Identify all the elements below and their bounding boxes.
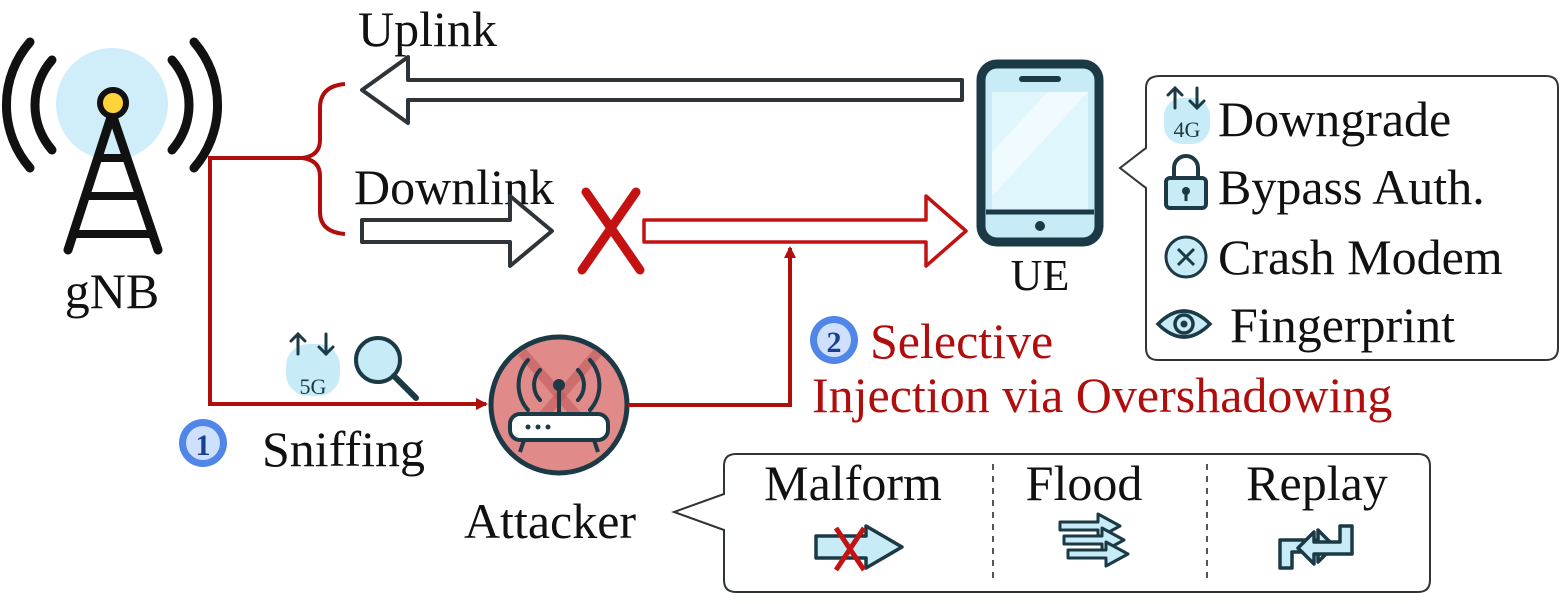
4g-badge-text: 4G (1174, 117, 1201, 142)
step-1-badge: 1 (179, 419, 227, 467)
crash-circle-x-icon (1164, 235, 1208, 279)
ue-label: UE (1011, 251, 1070, 300)
ue-effects-callout (1118, 75, 1559, 361)
ue-phone-icon (976, 59, 1104, 247)
injected-downlink-arrow (642, 194, 968, 268)
effect-fingerprint-label: Fingerprint (1230, 297, 1455, 353)
step-2-badge: 2 (810, 316, 858, 364)
flood-arrows-icon (1058, 512, 1130, 568)
5g-signal-icon: 5G (286, 331, 340, 399)
magnifier-icon (354, 336, 419, 401)
step-1-number: 1 (196, 429, 211, 462)
4g-downgrade-icon: 4G (1164, 85, 1210, 144)
eye-icon (1155, 309, 1213, 339)
uplink-arrow (360, 55, 964, 125)
sniffing-label: Sniffing (262, 421, 425, 477)
injection-label-line1: Selective (870, 313, 1053, 369)
gnb-label: gNB (65, 263, 159, 319)
attack-flood-label: Flood (1026, 455, 1143, 511)
replay-icon (1278, 524, 1354, 570)
injection-path (628, 246, 796, 407)
step-2-number: 2 (827, 326, 842, 359)
effect-bypass-auth-label: Bypass Auth. (1218, 159, 1485, 215)
traffic-brace (301, 82, 346, 236)
effect-downgrade-label: Downgrade (1218, 91, 1451, 147)
attacker-router-icon (488, 334, 630, 476)
gnb-tower-icon (2, 37, 222, 255)
5g-badge-text: 5G (300, 374, 327, 399)
sniffing-path (208, 156, 488, 410)
lock-icon (1164, 154, 1208, 210)
malformed-arrow-icon (814, 524, 904, 572)
injection-label-line2: Injection via Overshadowing (812, 367, 1392, 423)
downlink-arrow (360, 194, 554, 268)
attack-malform-label: Malform (764, 455, 942, 511)
attack-replay-label: Replay (1246, 455, 1388, 511)
blocked-x-icon (577, 187, 645, 275)
uplink-label: Uplink (358, 1, 497, 57)
attacker-label: Attacker (464, 493, 636, 549)
effect-crash-modem-label: Crash Modem (1218, 229, 1503, 285)
